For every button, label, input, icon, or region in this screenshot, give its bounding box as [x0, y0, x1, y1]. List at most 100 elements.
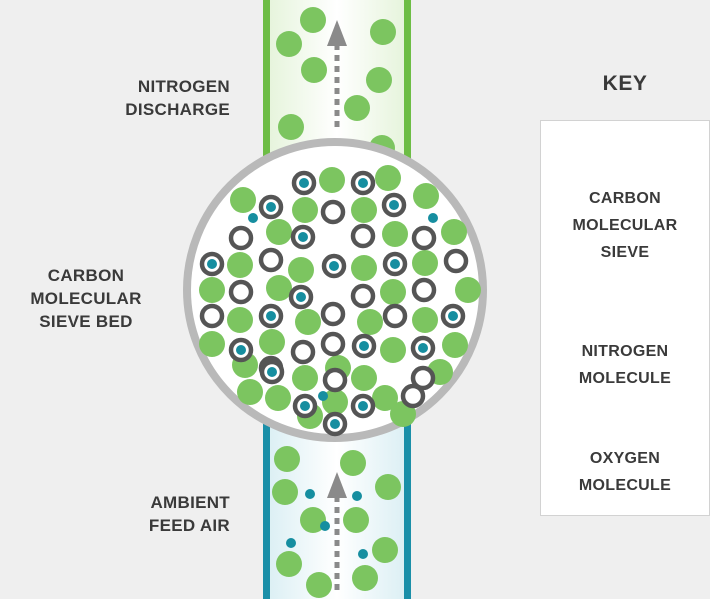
nitrogen-molecule [227, 307, 253, 333]
nitrogen-molecule [237, 379, 263, 405]
carbon-sieve-ring [322, 367, 348, 393]
nitrogen-molecule [259, 329, 285, 355]
nitrogen-molecule [340, 450, 366, 476]
nitrogen-molecule [382, 221, 408, 247]
nitrogen-molecule [272, 479, 298, 505]
carbon-sieve-ring [320, 199, 346, 225]
oxygen-molecule [390, 259, 400, 269]
nitrogen-molecule [372, 537, 398, 563]
oxygen-molecule [428, 213, 438, 223]
nitrogen-molecule [375, 165, 401, 191]
nitrogen-discharge-line-2: DISCHARGE [125, 100, 230, 119]
oxygen-molecule [330, 419, 340, 429]
oxygen-molecule [352, 491, 362, 501]
nitrogen-molecule [352, 565, 378, 591]
oxygen-molecule [248, 213, 258, 223]
carbon-sieve-ring [320, 331, 346, 357]
oxygen-molecule [389, 200, 399, 210]
carbon-sieve-ring [199, 303, 225, 329]
oxygen-molecule [358, 401, 368, 411]
nitrogen-molecule [266, 275, 292, 301]
nitrogen-molecule [278, 114, 304, 140]
nitrogen-molecule [322, 389, 348, 415]
nitrogen-molecule [276, 31, 302, 57]
oxygen-molecule [320, 521, 330, 531]
key-nitrogen-label: NITROGEN MOLECULE [540, 338, 710, 392]
nitrogen-molecule [455, 277, 481, 303]
oxygen-molecule [358, 549, 368, 559]
carbon-sieve-ring [228, 279, 254, 305]
key-oxygen-line-1: OXYGEN [589, 450, 661, 467]
oxygen-molecule [286, 538, 296, 548]
nitrogen-molecule [380, 279, 406, 305]
key-oxygen-label: OXYGEN MOLECULE [540, 445, 710, 499]
nitrogen-molecule [306, 572, 332, 598]
carbon-sieve-ring [410, 365, 436, 391]
sieve-bed-label: CARBON MOLECULAR SIEVE BED [0, 264, 172, 333]
nitrogen-molecule [343, 507, 369, 533]
key-carbon-sieve-line-2: MOLECULAR [572, 217, 678, 234]
oxygen-molecule [359, 341, 369, 351]
oxygen-molecule [329, 261, 339, 271]
key-carbon-sieve-label: CARBON MOLECULAR SIEVE [540, 185, 710, 266]
nitrogen-molecule [301, 57, 327, 83]
oxygen-molecule [318, 391, 328, 401]
sieve-bed-line-2: MOLECULAR [30, 289, 142, 308]
oxygen-molecule [299, 178, 309, 188]
nitrogen-molecule [230, 187, 256, 213]
key-panel [540, 120, 710, 516]
carbon-sieve-ring [290, 339, 316, 365]
key-title: KEY [602, 72, 648, 95]
nitrogen-molecule [274, 446, 300, 472]
nitrogen-molecule [266, 219, 292, 245]
nitrogen-molecule [319, 167, 345, 193]
feed-air-label: AMBIENT FEED AIR [100, 491, 230, 537]
nitrogen-molecule [276, 551, 302, 577]
nitrogen-molecule [442, 332, 468, 358]
nitrogen-molecule [372, 385, 398, 411]
sieve-bed-line-3: SIEVE BED [39, 312, 133, 331]
nitrogen-discharge-line-1: NITROGEN [137, 77, 230, 96]
discharge-flow-arrow [327, 20, 347, 132]
nitrogen-molecule [300, 507, 326, 533]
carbon-sieve-ring [411, 277, 437, 303]
sieve-bed-contents [199, 165, 481, 437]
nitrogen-molecule [412, 250, 438, 276]
nitrogen-molecule [375, 474, 401, 500]
nitrogen-molecule [344, 95, 370, 121]
nitrogen-molecule [227, 252, 253, 278]
key-oxygen-line-2: MOLECULE [578, 477, 672, 494]
oxygen-molecule [266, 311, 276, 321]
nitrogen-molecule [199, 277, 225, 303]
oxygen-molecule [296, 292, 306, 302]
carbon-sieve-ring [320, 301, 346, 327]
nitrogen-molecule [357, 309, 383, 335]
key-carbon-sieve-line-1: CARBON [588, 190, 662, 207]
nitrogen-molecule [380, 337, 406, 363]
oxygen-molecule [300, 401, 310, 411]
oxygen-molecule [267, 367, 277, 377]
nitrogen-molecule [300, 7, 326, 33]
oxygen-molecule [207, 259, 217, 269]
nitrogen-molecule [295, 309, 321, 335]
sieve-bed-line-1: CARBON [47, 266, 125, 285]
nitrogen-molecule [413, 183, 439, 209]
nitrogen-molecule [265, 385, 291, 411]
carbon-sieve-ring [400, 383, 426, 409]
feed-air-line-1: AMBIENT [150, 493, 230, 512]
oxygen-molecule [305, 489, 315, 499]
carbon-sieve-ring [258, 247, 284, 273]
carbon-sieve-ring [350, 223, 376, 249]
oxygen-molecule [448, 311, 458, 321]
nitrogen-molecule [288, 257, 314, 283]
oxygen-molecule [298, 232, 308, 242]
nitrogen-molecule [370, 19, 396, 45]
oxygen-molecule [236, 345, 246, 355]
feed-flow-arrow [327, 472, 347, 590]
key-carbon-sieve-line-3: SIEVE [600, 244, 650, 261]
carbon-sieve-ring [382, 303, 408, 329]
carbon-sieve-ring [411, 225, 437, 251]
nitrogen-molecule [292, 365, 318, 391]
nitrogen-molecule [351, 197, 377, 223]
